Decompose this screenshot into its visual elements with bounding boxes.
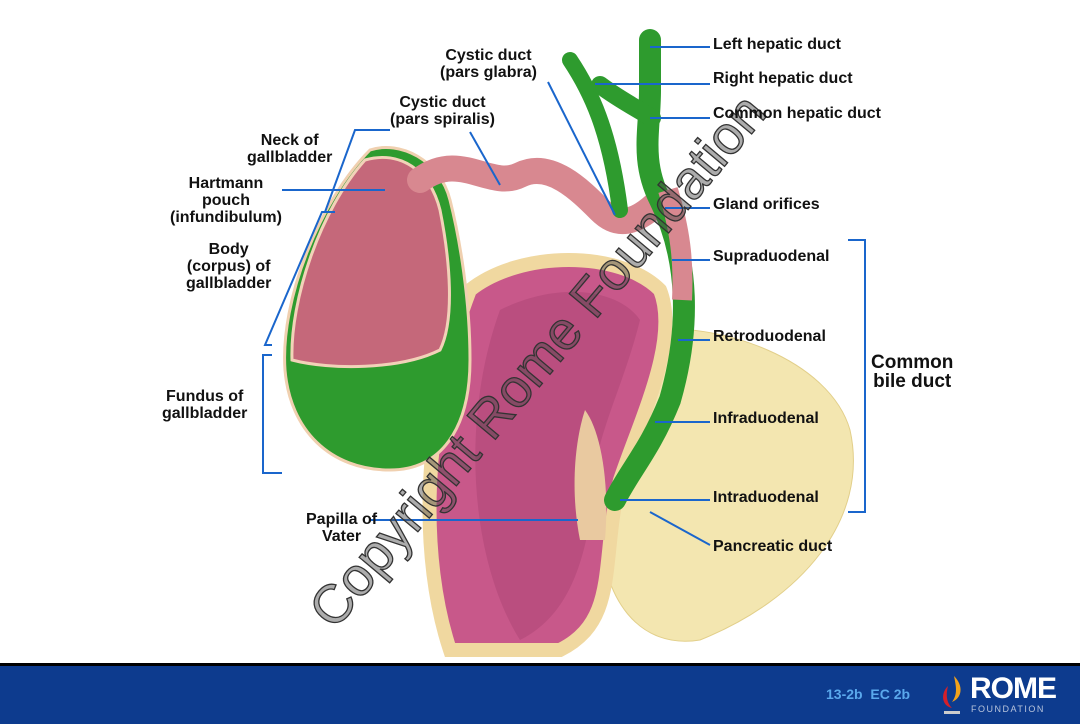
label-retroduodenal: Retroduodenal: [713, 328, 826, 345]
slide-code: 13-2b EC 2b: [826, 686, 911, 702]
label-right-hepatic-duct: Right hepatic duct: [713, 70, 853, 87]
rome-logo-text: ROME: [970, 672, 1057, 705]
label-cystic-duct-spiralis: Cystic duct(pars spiralis): [390, 94, 495, 128]
label-intraduodenal: Intraduodenal: [713, 489, 819, 506]
anatomy-illustration: [262, 29, 866, 657]
label-pancreatic-duct: Pancreatic duct: [713, 538, 833, 555]
label-supraduodenal: Supraduodenal: [713, 248, 830, 265]
label-gland-orifices: Gland orifices: [713, 196, 820, 213]
label-common-hepatic-duct: Common hepatic duct: [713, 105, 882, 122]
label-cystic-duct-glabra: Cystic duct(pars glabra): [440, 47, 537, 81]
footer-bar: 13-2b EC 2b ROME FOUNDATION: [0, 663, 1080, 724]
cystic-duct: [407, 155, 673, 234]
label-infraduodenal: Infraduodenal: [713, 410, 819, 427]
rome-flame-icon: [943, 676, 961, 714]
leader-lines: [262, 46, 866, 546]
rome-logo-subtext: FOUNDATION: [971, 704, 1045, 714]
papilla: [574, 410, 607, 540]
label-left-hepatic-duct: Left hepatic duct: [713, 36, 842, 53]
